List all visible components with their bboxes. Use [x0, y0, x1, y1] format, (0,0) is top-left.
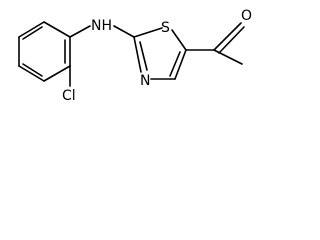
bond-double-inner-2: [22, 63, 43, 77]
bond-n3-c2: [133, 36, 142, 73]
bond-c2-s: [133, 27, 163, 38]
bond-c3-c4: [18, 65, 45, 82]
atom-label-n: N: [140, 73, 150, 89]
chemical-structure-diagram: NH S N O Cl: [18, 8, 252, 104]
bond-n3-c2-double: [139, 41, 148, 71]
bond-c5-c4-double: [169, 51, 181, 77]
bond-nh-thiazole: [113, 25, 135, 38]
bond-ring-nh: [69, 25, 91, 38]
acetyl-group: [185, 22, 245, 65]
atom-label-nh: NH: [91, 18, 112, 34]
atom-label-cl: Cl: [62, 88, 76, 104]
atom-label-s: S: [161, 20, 170, 36]
bond-s-c5: [171, 29, 187, 51]
bond-carbonyl-o: [213, 22, 242, 51]
bond-carbonyl-methyl: [213, 49, 243, 65]
bond-double-inner-3: [22, 26, 43, 40]
thiazole-ring: [133, 27, 187, 80]
bond-c5-c4: [174, 49, 187, 80]
benzene-ring: [18, 21, 71, 82]
bond-c6-c1: [43, 21, 71, 38]
bond-c2-c3: [43, 65, 71, 82]
atom-label-o: O: [241, 8, 252, 24]
bond-c5-c6: [18, 21, 45, 38]
bond-carbonyl-o-double: [218, 26, 245, 54]
